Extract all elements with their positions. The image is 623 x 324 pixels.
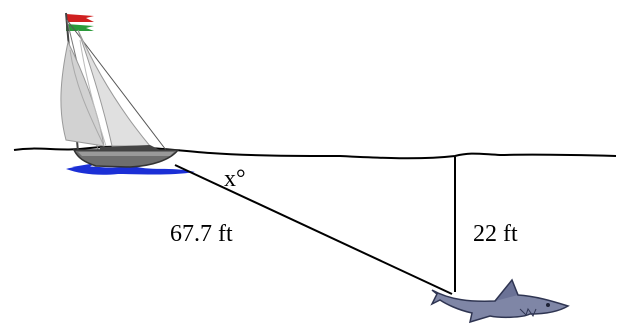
- sailboat-icon: [60, 12, 195, 175]
- shark-dorsal: [494, 278, 519, 302]
- mainsail: [60, 40, 105, 147]
- shark-icon: [430, 278, 570, 324]
- shark-body: [430, 280, 570, 324]
- line-of-sight: [174, 164, 453, 295]
- flag-green: [66, 24, 94, 31]
- flag-red: [66, 14, 94, 22]
- water-splash: [66, 165, 195, 175]
- depth-label: 22 ft: [473, 221, 518, 247]
- shark-eye: [546, 303, 550, 307]
- angle-label: x°: [224, 166, 246, 192]
- water-surface-line: [13, 145, 617, 160]
- hypotenuse-label: 67.7 ft: [170, 221, 233, 247]
